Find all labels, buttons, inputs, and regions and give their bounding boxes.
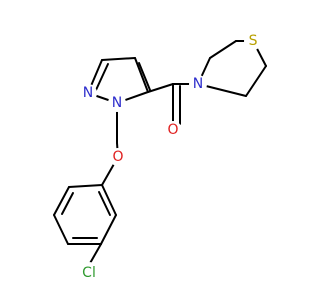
bond-c4-c5-double [138, 62, 151, 91]
atom-n4-label: N [193, 76, 203, 92]
atom-cl8-label: Cl [82, 265, 96, 281]
bond-ch2c-ch2d [245, 65, 267, 97]
bond-ar6 [101, 184, 117, 216]
atom-n-pyrazole-2: N [79, 84, 97, 102]
bond-c3-c4 [101, 57, 136, 61]
atom-label-layer: N N N O O S Cl [78, 32, 262, 284]
bond-c4-c5 [134, 57, 149, 93]
atom-cl: Cl [78, 262, 100, 284]
bond-ar-cl [88, 243, 102, 266]
atom-o-ether: O [109, 148, 127, 166]
bond-ar-inner3 [98, 191, 111, 216]
bond-ar-inner1 [61, 192, 74, 215]
bond-ar3 [53, 214, 69, 245]
bond-ch2a-ch2b [209, 40, 237, 59]
atom-o-carbonyl: O [164, 121, 182, 139]
atom-n-thiomorpholine: N [189, 75, 207, 93]
bond-ar5 [100, 214, 117, 245]
bond-n2-c3-double [95, 63, 109, 91]
atom-o6-label: O [112, 149, 123, 165]
bond-c5-carbonyl [147, 83, 174, 93]
molecule-structure: N N N O O S Cl [53, 32, 267, 284]
atom-o5-label: O [167, 122, 178, 138]
bond-layer [53, 40, 267, 266]
atom-n1-label: N [112, 95, 122, 111]
bond-ar1 [68, 184, 103, 188]
atom-s7-label: S [249, 33, 258, 49]
atom-n-pyrazole-1: N [108, 94, 126, 112]
atom-n2-label: N [83, 85, 93, 101]
atom-s-thiomorpholine: S [244, 32, 262, 50]
bond-ar2 [53, 186, 70, 216]
